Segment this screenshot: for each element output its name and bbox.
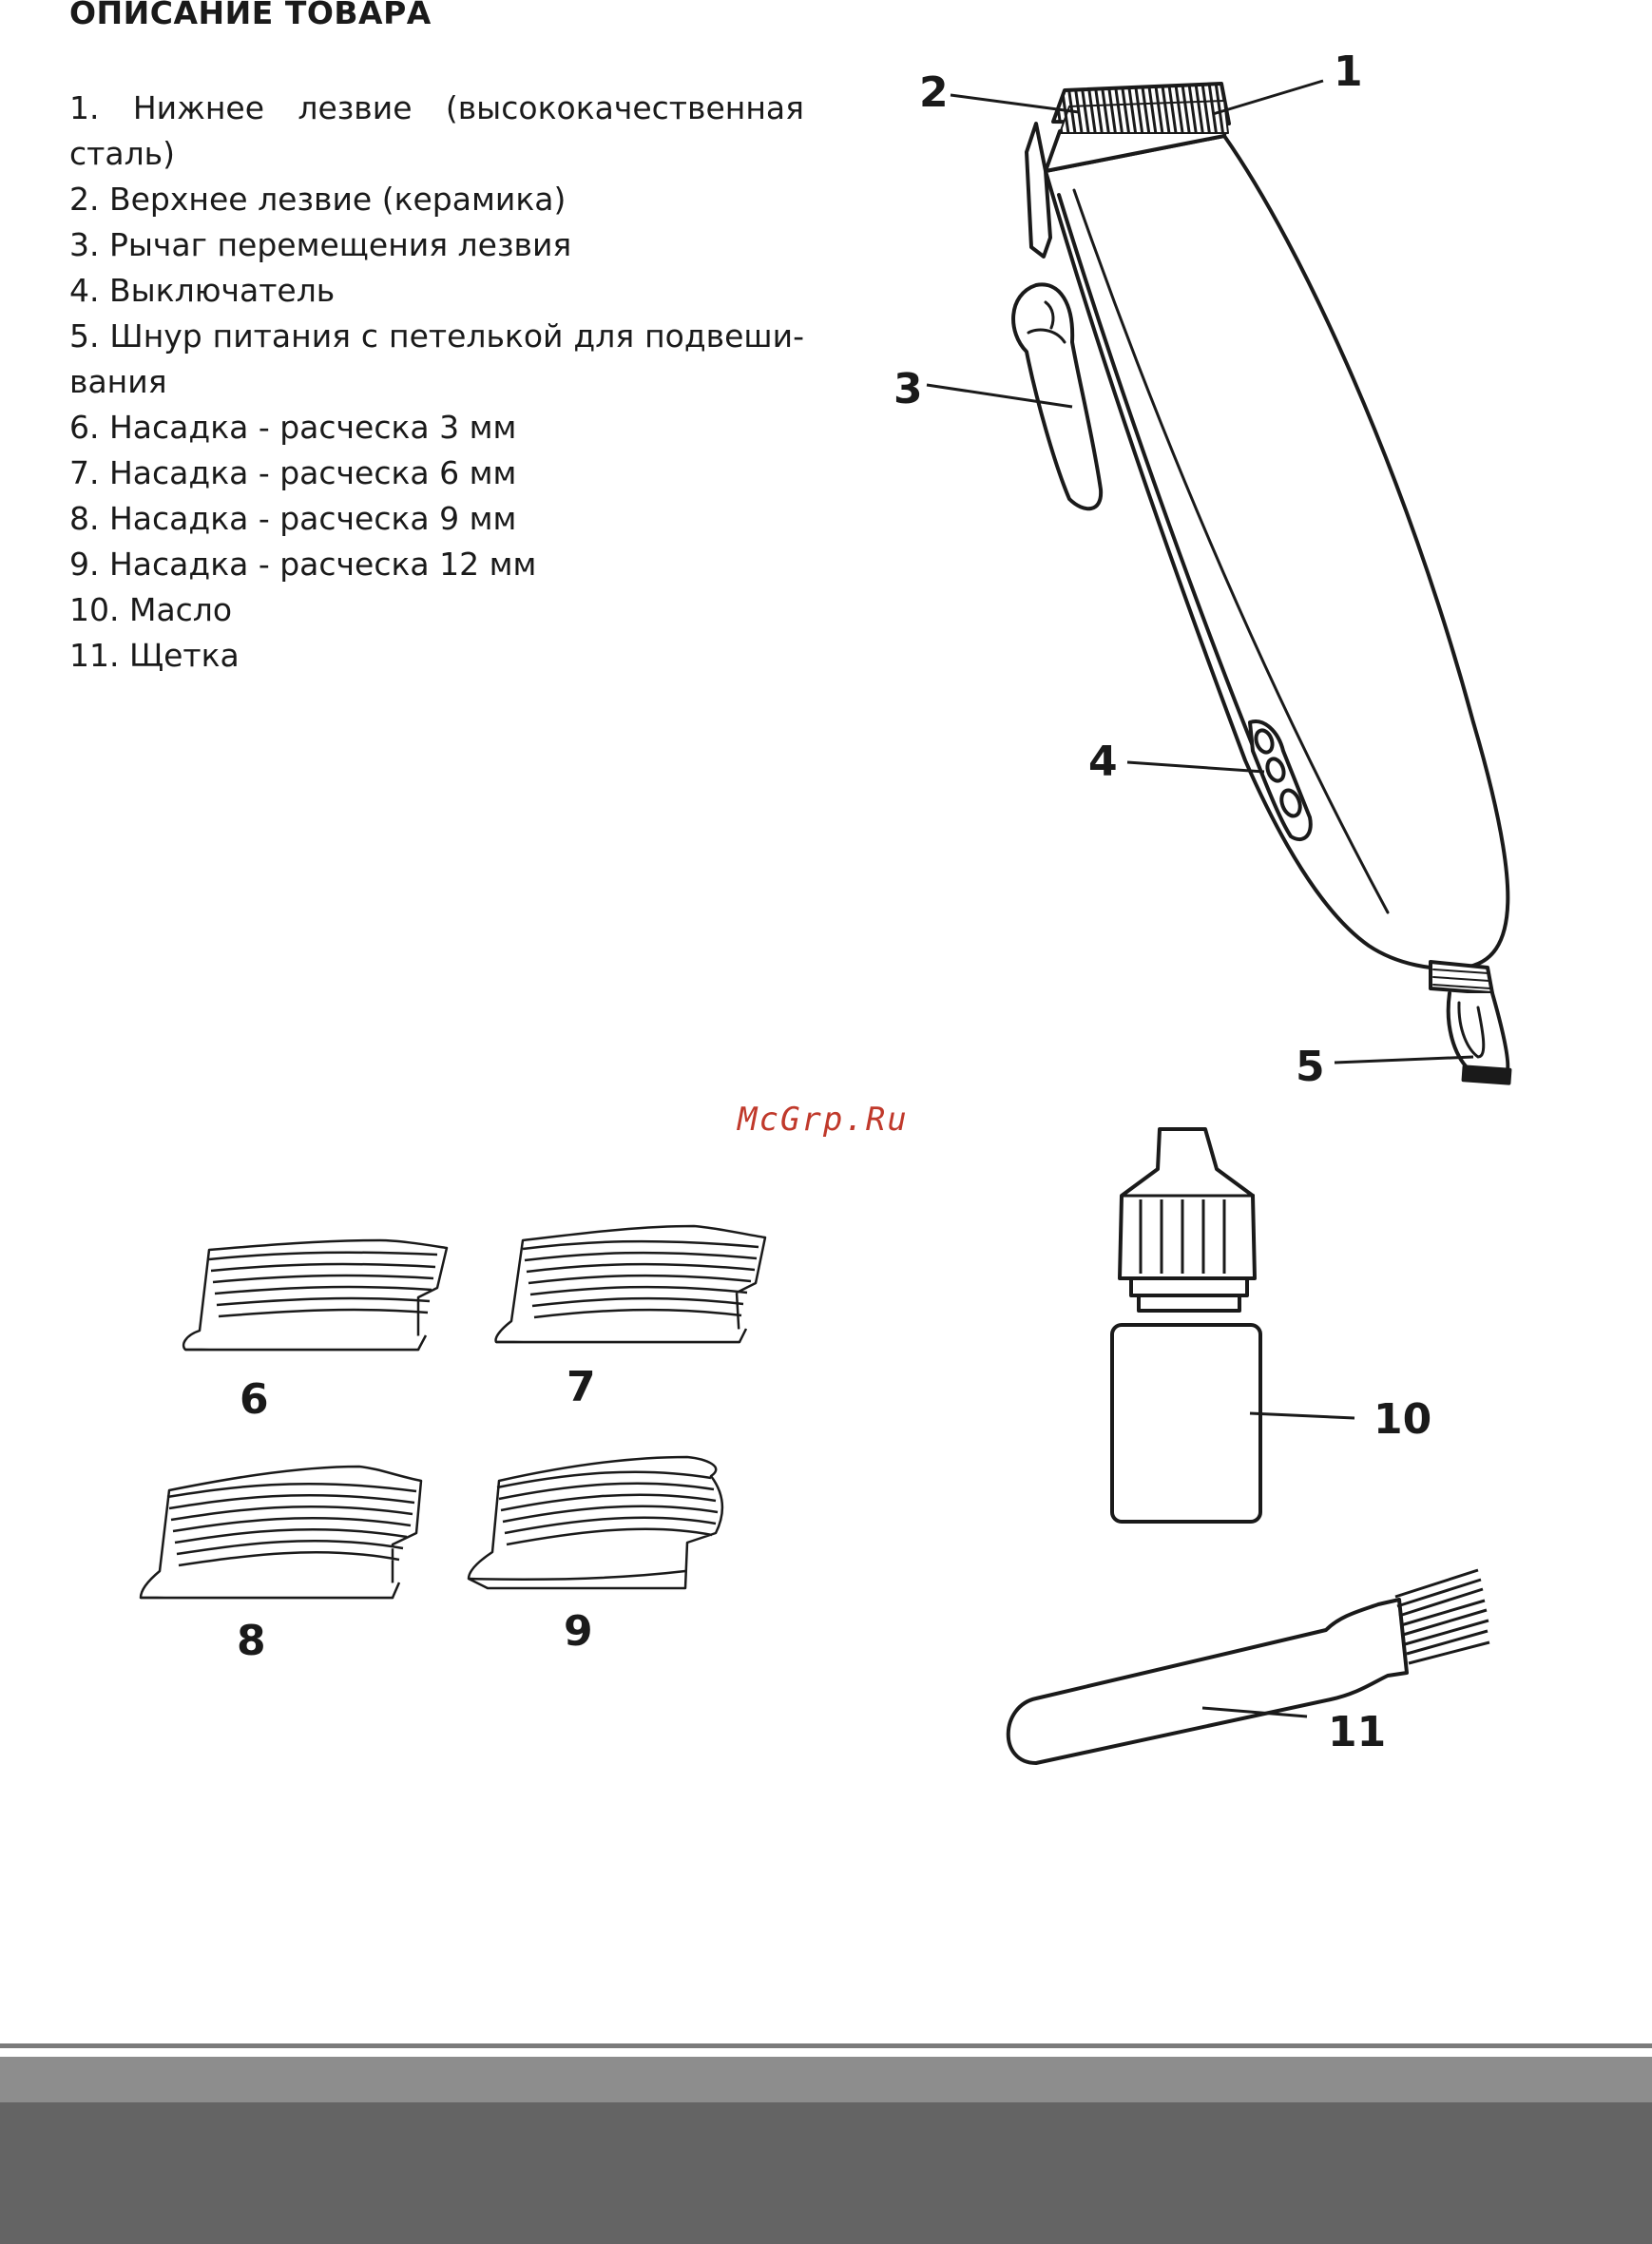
parts-list-item: 9. Насадка - расческа 12 мм — [69, 546, 537, 583]
parts-list-item: вания — [69, 363, 167, 400]
callout-2: 2 — [919, 68, 949, 117]
leader-lines — [926, 79, 1474, 1718]
callout-5: 5 — [1296, 1043, 1325, 1091]
footer-band-light — [0, 2057, 1652, 2102]
callout-4: 4 — [1088, 738, 1118, 786]
brush-drawing — [1006, 1568, 1490, 1765]
callout-6: 6 — [240, 1375, 269, 1424]
parts-list-item: 5. Шнур питания с петелькой для подвеши- — [69, 317, 804, 355]
callout-3: 3 — [893, 365, 923, 413]
callout-labels: 1 2 3 4 5 6 7 8 9 10 11 — [237, 48, 1431, 1756]
blade-lever — [1011, 282, 1104, 511]
parts-list-item: 1. Нижнее лезвие (высококачественная — [69, 89, 804, 126]
parts-list-item: 6. Насадка - расческа 3 мм — [69, 409, 517, 446]
comb-9mm-drawing — [139, 1465, 423, 1600]
footer-band-dark — [0, 2102, 1652, 2244]
parts-list-item: 2. Верхнее лезвие (керамика) — [69, 181, 567, 218]
parts-list-item: сталь) — [69, 135, 176, 172]
callout-1: 1 — [1334, 48, 1363, 96]
comb-12mm-drawing — [467, 1455, 724, 1590]
hair-clipper-drawing — [1011, 82, 1512, 1085]
parts-list: 1. Нижнее лезвие (высококачественная ста… — [69, 86, 804, 679]
callout-11: 11 — [1328, 1708, 1386, 1756]
parts-list-item: 7. Насадка - расческа 6 мм — [69, 454, 517, 491]
upper-blade — [1059, 100, 1229, 134]
comb-attachments — [139, 1224, 767, 1600]
hanging-loop — [1446, 991, 1510, 1076]
parts-list-item: 10. Масло — [69, 591, 233, 628]
callout-9: 9 — [564, 1607, 593, 1656]
footer-rule — [0, 2043, 1652, 2048]
section-heading: ОПИСАНИЕ ТОВАРА — [69, 0, 432, 31]
watermark: McGrp.Ru — [738, 1101, 909, 1139]
callout-8: 8 — [237, 1617, 266, 1665]
oil-bottle-drawing — [1110, 1127, 1262, 1524]
callout-10: 10 — [1373, 1395, 1431, 1444]
parts-list-item: 11. Щетка — [69, 637, 240, 674]
comb-3mm-drawing — [182, 1238, 449, 1352]
parts-list-item: 8. Насадка - расческа 9 мм — [69, 500, 517, 537]
parts-list-item: 4. Выключатель — [69, 272, 336, 309]
comb-6mm-drawing — [494, 1224, 767, 1344]
parts-list-item: 3. Рычаг перемещения лезвия — [69, 226, 572, 263]
callout-7: 7 — [567, 1363, 596, 1411]
